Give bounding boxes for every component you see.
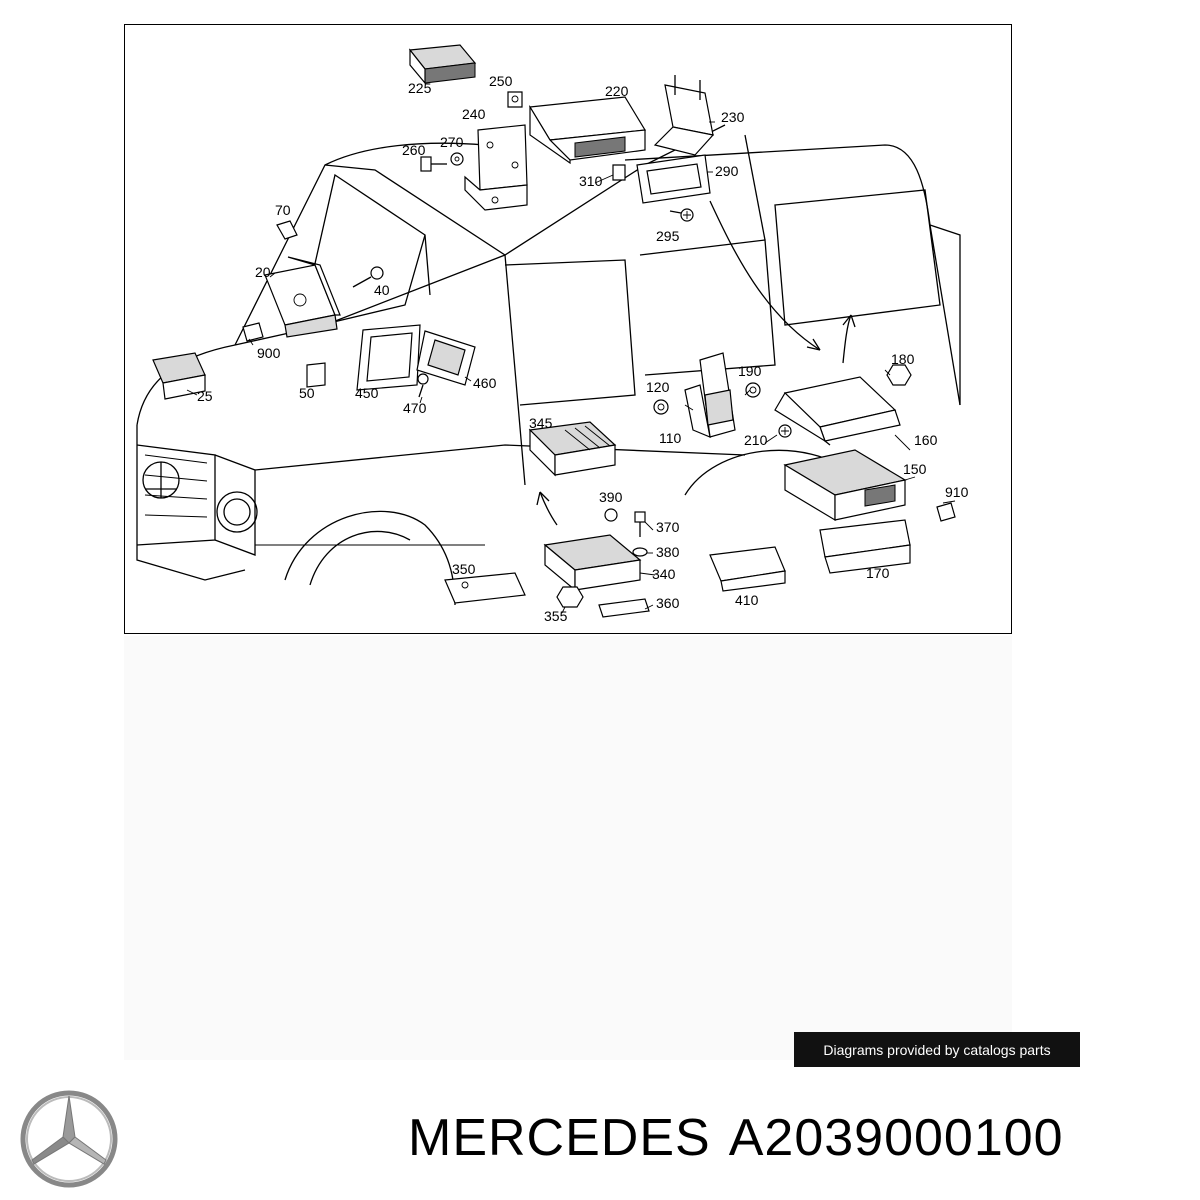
- arrow-160-head: [842, 314, 856, 328]
- label-225: 225: [408, 80, 432, 96]
- label-390: 390: [599, 489, 623, 505]
- part-70: [276, 220, 298, 240]
- part-295: [669, 208, 694, 222]
- diagram-background: [124, 636, 1012, 1060]
- label-110: 110: [659, 430, 682, 446]
- part-120: [653, 399, 669, 415]
- label-160: 160: [914, 432, 938, 448]
- arrow-290: [709, 200, 821, 351]
- part-150: [783, 449, 907, 522]
- label-290: 290: [715, 163, 739, 179]
- part-40: [352, 266, 384, 288]
- label-360: 360: [656, 595, 680, 611]
- part-350: [444, 572, 526, 604]
- part-390: [604, 508, 618, 522]
- part-25: [152, 352, 206, 400]
- part-370: [634, 511, 646, 537]
- label-260: 260: [402, 142, 426, 158]
- part-340: [543, 534, 642, 592]
- part-240: [464, 124, 528, 211]
- part-270: [450, 152, 464, 166]
- label-450: 450: [355, 385, 379, 401]
- part-410: [709, 546, 786, 592]
- label-355: 355: [544, 608, 568, 624]
- arrow-160: [842, 314, 852, 364]
- label-460: 460: [473, 375, 497, 391]
- label-240: 240: [462, 106, 486, 122]
- label-900: 900: [257, 345, 281, 361]
- label-340: 340: [652, 566, 676, 582]
- arrow-345-head: [536, 491, 550, 506]
- label-350: 350: [452, 561, 476, 577]
- label-230: 230: [721, 109, 745, 125]
- label-470: 470: [403, 400, 427, 416]
- part-470: [417, 373, 429, 398]
- part-caption: MERCEDES A2039000100: [408, 1108, 1082, 1168]
- label-310: 310: [579, 173, 603, 189]
- part-450: [356, 324, 421, 391]
- part-260: [420, 156, 447, 172]
- label-150: 150: [903, 461, 927, 477]
- label-190: 190: [738, 363, 762, 379]
- label-20: 20: [255, 264, 271, 280]
- part-360: [598, 598, 650, 618]
- label-220: 220: [605, 83, 629, 99]
- part-910: [936, 502, 956, 522]
- part-190: [745, 382, 761, 398]
- part-160: [774, 376, 901, 446]
- part-250: [507, 91, 523, 108]
- arrow-290-head: [806, 338, 821, 351]
- arrow-345: [539, 491, 558, 526]
- part-180: [886, 364, 912, 386]
- part-225: [408, 44, 477, 85]
- label-180: 180: [891, 351, 915, 367]
- label-410: 410: [735, 592, 759, 608]
- part-345: [528, 421, 617, 477]
- label-40: 40: [374, 282, 390, 298]
- parts-diagram: 225 250 220 240 230 260 270 310 290 295 …: [124, 24, 1012, 634]
- vehicle-diagram-drawing: 225 250 220 240 230 260 270 310 290 295 …: [136, 44, 969, 624]
- mercedes-star-icon: [20, 1090, 118, 1188]
- label-295: 295: [656, 228, 680, 244]
- part-number: A2039000100: [728, 1109, 1064, 1167]
- part-355: [556, 586, 584, 608]
- part-110: [684, 352, 736, 438]
- part-170: [819, 519, 911, 574]
- label-70: 70: [275, 202, 291, 218]
- label-120: 120: [646, 379, 670, 395]
- part-460: [416, 330, 476, 386]
- part-900: [242, 322, 264, 342]
- label-270: 270: [440, 134, 464, 150]
- brand-name: MERCEDES: [408, 1109, 711, 1167]
- part-310: [612, 164, 626, 181]
- part-290: [636, 154, 711, 204]
- part-20: [264, 256, 341, 338]
- part-220: [528, 96, 647, 165]
- part-380: [632, 547, 648, 557]
- label-250: 250: [489, 73, 513, 89]
- label-25: 25: [197, 388, 213, 404]
- label-370: 370: [656, 519, 680, 535]
- label-345: 345: [529, 415, 553, 431]
- leader-lines: [186, 121, 956, 614]
- label-170: 170: [866, 565, 890, 581]
- label-910: 910: [945, 484, 969, 500]
- label-380: 380: [656, 544, 680, 560]
- part-50: [306, 362, 326, 388]
- credit-badge: Diagrams provided by catalogs parts: [794, 1032, 1080, 1067]
- label-50: 50: [299, 385, 315, 401]
- label-210: 210: [744, 432, 768, 448]
- part-210: [778, 424, 792, 438]
- part-230: [653, 75, 715, 156]
